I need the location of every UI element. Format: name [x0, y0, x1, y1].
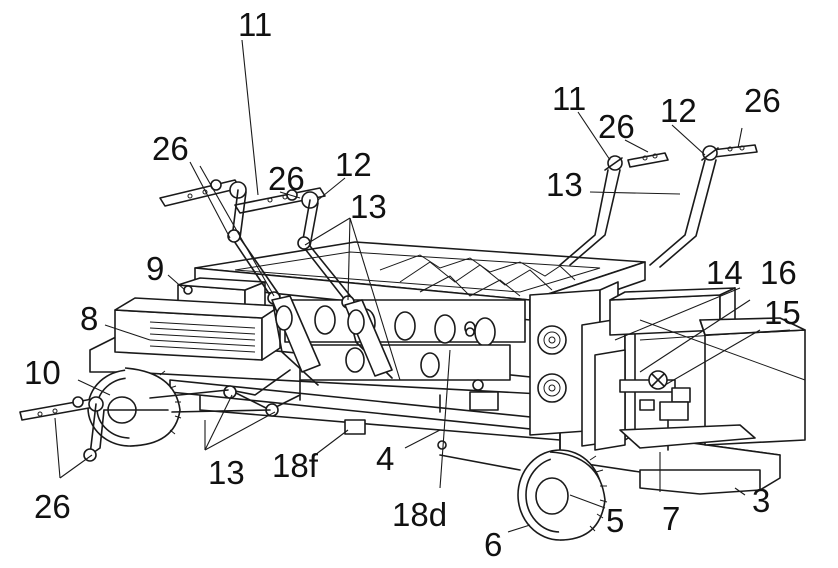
- label-26-mid: 26: [268, 160, 305, 197]
- box-16: [594, 287, 736, 451]
- label-13-right: 13: [546, 166, 583, 203]
- label-26-left-top: 26: [152, 130, 189, 167]
- label-7: 7: [662, 500, 680, 537]
- label-26-right-a: 26: [598, 108, 635, 145]
- label-11-right: 11: [552, 80, 586, 117]
- label-26-right-b: 26: [744, 82, 781, 119]
- label-18f: 18f: [272, 447, 319, 484]
- label-13-bottom: 13: [208, 454, 245, 491]
- label-6: 6: [484, 526, 502, 563]
- label-26-bottom: 26: [34, 488, 71, 525]
- front-wheel: [87, 367, 182, 447]
- label-3: 3: [752, 482, 770, 519]
- label-14: 14: [706, 254, 743, 291]
- label-9: 9: [146, 250, 164, 287]
- label-18d: 18d: [392, 496, 447, 533]
- label-12-right: 12: [660, 92, 697, 129]
- label-16: 16: [760, 254, 797, 291]
- label-12-mid: 12: [335, 146, 372, 183]
- label-11-top: 11: [238, 6, 272, 43]
- label-8: 8: [80, 300, 98, 337]
- roller-row: [284, 299, 526, 381]
- shaft-gear: [619, 370, 756, 451]
- reference-labels: 11 26 26 12 13 11 26 12 26 13 9 8 14 16 …: [24, 6, 801, 563]
- bolts: [183, 285, 484, 450]
- label-10: 10: [24, 354, 61, 391]
- box-8: [114, 297, 281, 361]
- label-15: 15: [764, 294, 801, 331]
- label-13-mid: 13: [350, 188, 387, 225]
- label-5: 5: [606, 502, 624, 539]
- leader-lines: [54, 39, 761, 533]
- left-arm-assembly: [149, 179, 393, 417]
- rear-wheel: [439, 449, 608, 541]
- right-arm-assembly: [559, 144, 758, 268]
- label-4: 4: [376, 440, 394, 477]
- box-15: [639, 317, 806, 446]
